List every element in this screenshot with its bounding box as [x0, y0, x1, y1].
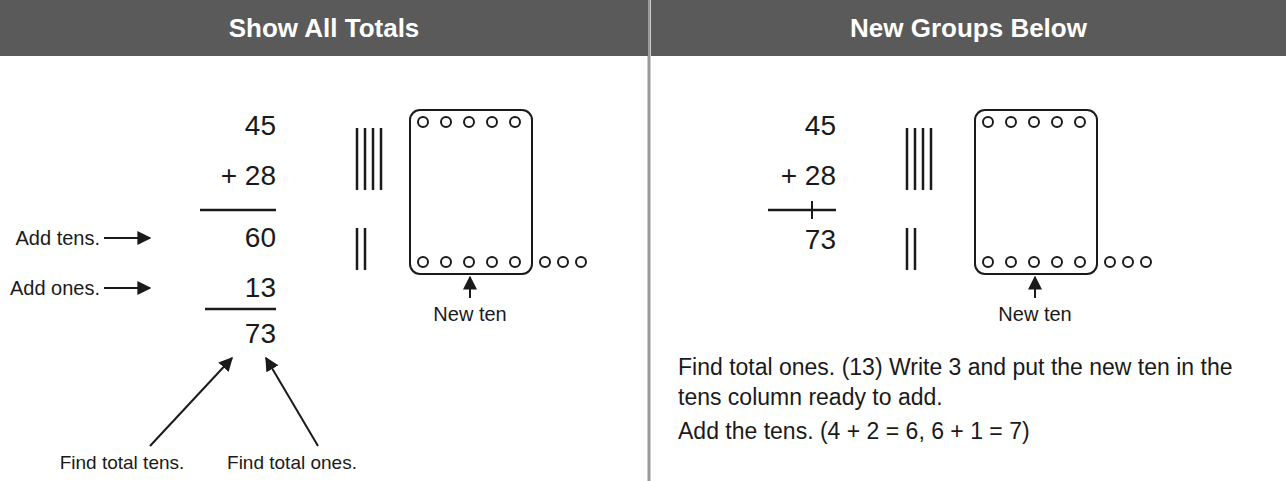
step-label: Add ones. — [10, 276, 100, 300]
addend: 45 — [805, 109, 836, 143]
sum-line — [200, 209, 276, 212]
callout-label: New ten — [433, 302, 506, 326]
sum-line — [205, 308, 276, 311]
partial-sum: 13 — [245, 271, 276, 305]
header-text: New Groups Below — [850, 13, 1087, 44]
pointer-arrow — [104, 287, 150, 289]
carried-ten-mark — [811, 201, 813, 219]
callout-label: Find total tens. — [60, 452, 185, 475]
tens-sticks — [907, 128, 931, 270]
instruction-text: Add the tens. (4 + 2 = 6, 6 + 1 = 7) — [678, 417, 1263, 447]
callout-label: Find total ones. — [227, 452, 357, 475]
pointer-arrow — [104, 237, 150, 239]
partial-sum: 60 — [245, 221, 276, 255]
callout-label: New ten — [998, 302, 1071, 326]
step-label: Add tens. — [15, 226, 100, 250]
addend: 45 — [245, 109, 276, 143]
new-ten-group — [410, 110, 586, 274]
pointer-arrow — [1034, 277, 1036, 298]
total: 73 — [245, 317, 276, 351]
new-ten-group — [975, 110, 1151, 274]
pointer-arrow — [266, 358, 318, 446]
total: 73 — [805, 223, 836, 257]
tens-sticks — [357, 128, 381, 270]
instruction-text: Find total ones. (13) Write 3 and put th… — [678, 353, 1263, 413]
header-text: Show All Totals — [229, 13, 420, 44]
panel-header: New Groups Below — [651, 0, 1286, 56]
panel-divider — [648, 0, 651, 481]
addend: + 28 — [781, 159, 836, 193]
pointer-arrow — [469, 277, 471, 298]
addend: + 28 — [221, 159, 276, 193]
panel-header: Show All Totals — [0, 0, 648, 56]
pointer-arrow — [150, 358, 232, 446]
sum-line — [768, 209, 836, 212]
